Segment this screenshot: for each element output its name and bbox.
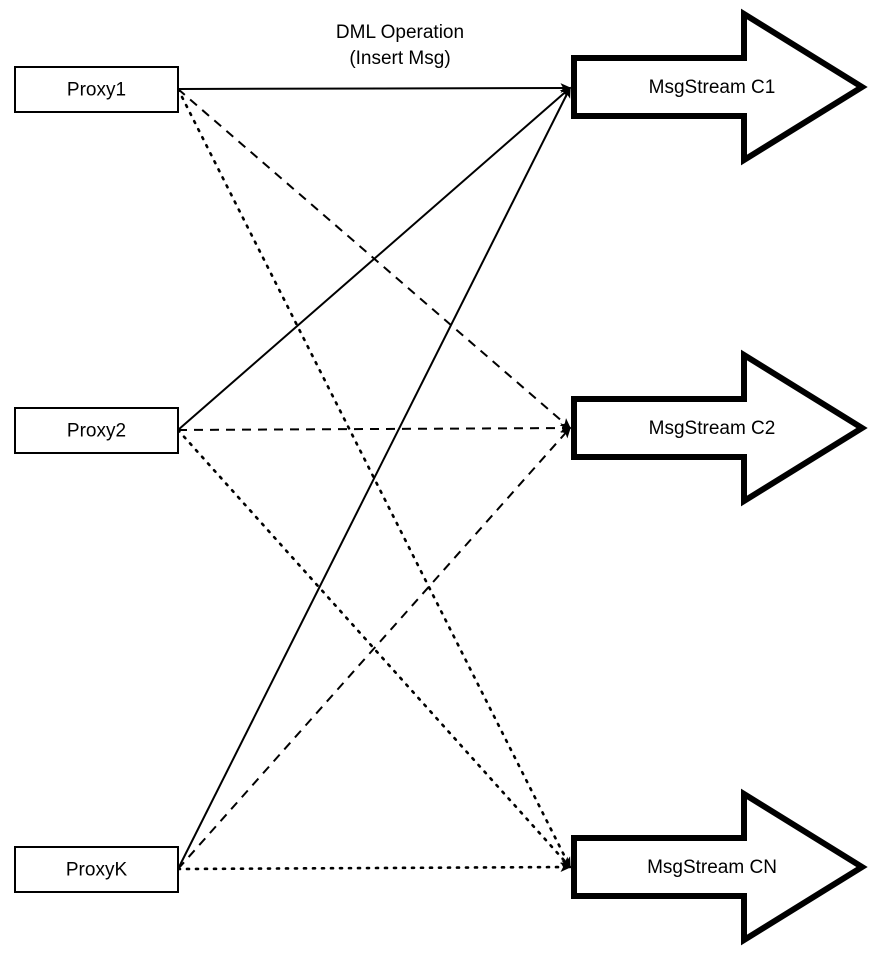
edges-layer [176, 83, 572, 872]
msgstream-node-msgstream-c1[interactable]: MsgStream C1 [571, 8, 868, 166]
proxy-box-shape [14, 846, 179, 893]
proxy-node-proxy1[interactable]: Proxy1 [14, 66, 179, 113]
edge-proxy2-to-stream-c2 [177, 423, 572, 433]
edge-line-solid [177, 83, 572, 93]
proxy-label: Proxy2 [67, 421, 126, 442]
annotation-line-2: (Insert Msg) [349, 48, 450, 69]
msgstream-label: MsgStream C2 [649, 418, 776, 439]
edge-line-dashed [177, 423, 572, 433]
msgstream-node-msgstream-c2[interactable]: MsgStream C2 [571, 349, 868, 507]
edge-proxyk-to-stream-c1 [177, 86, 571, 870]
proxy-label: Proxy1 [67, 80, 126, 101]
edge-line-dotted [176, 87, 572, 869]
msgstream-arrow-shape [571, 349, 868, 507]
proxy-box-shape [14, 66, 179, 113]
edge-proxyk-to-stream-c2 [177, 426, 571, 870]
edge-line-dotted [176, 428, 572, 869]
annotation-dml-label: DML Operation (Insert Msg) [336, 22, 464, 69]
msgstream-nodes-layer: MsgStream C1 MsgStream C2 MsgStream CN [571, 8, 868, 946]
proxy-node-proxyk[interactable]: ProxyK [14, 846, 179, 893]
edge-line-solid [177, 86, 571, 870]
proxy-label: ProxyK [66, 860, 128, 881]
proxy-box-shape [14, 407, 179, 454]
edge-line-solid [177, 87, 572, 431]
edge-proxy1-to-stream-cn [176, 87, 572, 869]
proxy-node-proxy2[interactable]: Proxy2 [14, 407, 179, 454]
annotation-line-1: DML Operation [336, 22, 464, 43]
edge-line-dotted [176, 862, 572, 872]
msgstream-label: MsgStream C1 [649, 77, 776, 98]
msgstream-arrow-shape [571, 788, 868, 946]
edge-proxyk-to-stream-cn [176, 862, 572, 872]
edge-proxy2-to-stream-c1 [177, 87, 572, 431]
edge-proxy2-to-stream-cn [176, 428, 572, 869]
msgstream-arrow-shape [571, 8, 868, 166]
edge-line-dashed [177, 426, 571, 870]
edge-proxy1-to-stream-c1 [177, 83, 572, 93]
edge-annotations-layer: DML Operation (Insert Msg) [336, 22, 464, 69]
msgstream-label: MsgStream CN [647, 857, 777, 878]
msgstream-node-msgstream-cn[interactable]: MsgStream CN [571, 788, 868, 946]
